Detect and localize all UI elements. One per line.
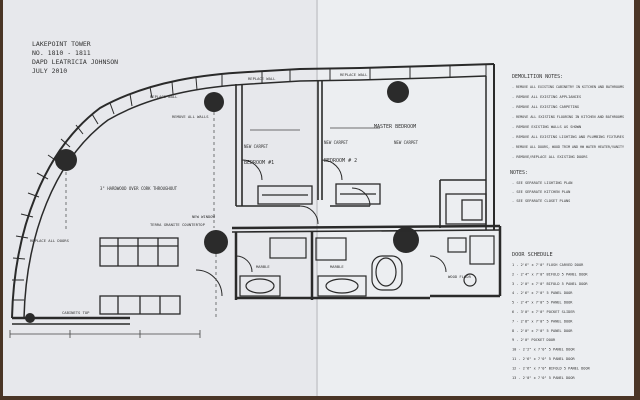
paper-fold-line xyxy=(316,0,318,396)
door-schedule-item-10: 10 - 2'2" x 7'0" 5 PANEL DOOR xyxy=(512,348,575,352)
window-mullions xyxy=(12,64,487,301)
master-new-carpet-label: NEW CARPET xyxy=(394,140,419,145)
master-bedroom-label: MASTER BEDROOM xyxy=(374,124,416,130)
bedroom1-label: BEDROOM #1 xyxy=(244,160,274,166)
terra-countertop-note: TERRA GRANITE COUNTERTOP xyxy=(150,222,206,227)
wood-floor-note: WOOD FLOOR xyxy=(448,274,472,279)
marble-note-1: MARBLE xyxy=(256,264,270,269)
door-schedule-item-9: 9 - 2'0" POCKET DOOR xyxy=(512,338,556,342)
door-schedule-item-2: 2 - 2'4" x 7'0" BIFOLD 5 PANEL DOOR xyxy=(512,272,588,276)
door-schedule-heading: DOOR SCHEDULE xyxy=(512,252,553,258)
replace-wall-note-1: REPLACE WALL xyxy=(248,76,276,81)
demolition-item-4: - REMOVE ALL EXISTING FLOORING IN KITCHE… xyxy=(512,115,624,119)
plan-notes: REPLACE WALL REPLACE WALL REPLACE WALL R… xyxy=(30,72,472,315)
bedroom2-new-carpet-label: NEW CARPET xyxy=(324,140,349,145)
door-schedule-item-6: 6 - 3'0" x 7'0" POCKET SLIDER xyxy=(512,310,575,314)
door-schedule-item-5: 5 - 2'4" x 7'0" 5 PANEL DOOR xyxy=(512,301,573,305)
door-schedule-item-3: 3 - 2'0" x 7'0" BIFOLD 5 PANEL DOOR xyxy=(512,282,588,286)
paper-sheet-left xyxy=(3,0,319,396)
door-swings xyxy=(195,159,447,297)
new-window-note: NEW WINDOW xyxy=(192,214,216,219)
title-line-1: LAKEPOINT TOWER xyxy=(32,40,91,48)
marble-note-2: MARBLE xyxy=(330,264,344,269)
dimension-lines xyxy=(9,127,380,338)
replace-doors-note: REPLACE ALL DOORS xyxy=(30,238,70,243)
structural-columns xyxy=(25,81,419,323)
cabinets-top-note: CABINETS TOP xyxy=(62,310,90,315)
title-line-2: NO. 1810 - 1811 xyxy=(32,49,91,57)
notes-section: NOTES: - SEE SEPARATE LIGHTING PLAN - SEE… xyxy=(510,170,572,203)
bedroom1-new-carpet-label: NEW CARPET xyxy=(244,144,269,149)
demolition-item-5: - REMOVE EXISTING WALLS AS SHOWN xyxy=(512,125,581,129)
interior-walls xyxy=(12,80,502,325)
room-labels: MASTER BEDROOM NEW CARPET BEDROOM #1 NEW… xyxy=(100,124,419,191)
door-schedule-item-12: 12 - 2'6" x 7'0" BIFOLD 5 PANEL DOOR xyxy=(512,366,591,370)
notes-item-2: - SEE SEPARATE KITCHEN PLAN xyxy=(512,190,570,194)
hardwood-note: 3" HARDWOOD OVER CORK THROUGHOUT xyxy=(100,186,178,191)
notes-item-3: - SEE SEPARATE CLOSET PLANS xyxy=(512,199,570,203)
demolition-notes: DEMOLITION NOTES: - REMOVE ALL EXISTING … xyxy=(512,74,625,159)
kitchen-counters xyxy=(99,237,181,315)
title-line-4: JULY 2010 xyxy=(32,67,67,75)
bedroom2-label: BEDROOM # 2 xyxy=(324,158,357,164)
door-schedule-item-7: 7 - 2'8" x 7'0" 5 PANEL DOOR xyxy=(512,319,573,323)
demolition-item-1: - REMOVE ALL EXISTING CABINETRY IN KITCH… xyxy=(512,85,624,89)
demolition-item-7: - REMOVE ALL DOORS, WOOD TRIM AND HW WAT… xyxy=(512,145,625,149)
demolition-item-8: - REMOVE/REPLACE ALL EXISTING DOORS xyxy=(512,155,588,159)
door-schedule-item-11: 11 - 2'6" x 7'0" 5 PANEL DOOR xyxy=(512,357,575,361)
remove-walls-note: REMOVE ALL WALLS xyxy=(172,114,209,119)
closets xyxy=(257,183,487,225)
right-exterior-wall xyxy=(485,64,495,230)
demolition-item-6: - REMOVE ALL EXISTING LIGHTING AND PLUMB… xyxy=(512,135,624,139)
title-line-3: DAPD LEATRICIA JOHNSON xyxy=(32,58,118,66)
title-block: LAKEPOINT TOWER NO. 1810 - 1811 DAPD LEA… xyxy=(32,40,118,75)
door-schedule-item-4: 4 - 2'6" x 7'0" 5 PANEL DOOR xyxy=(512,291,573,295)
replace-wall-note-2: REPLACE WALL xyxy=(340,72,368,77)
door-schedule: DOOR SCHEDULE 1 - 2'6" x 7'0" FLUSH CARV… xyxy=(512,252,591,380)
door-schedule-item-8: 8 - 2'0" x 7'0" 5 PANEL DOOR xyxy=(512,329,573,333)
curved-exterior-wall xyxy=(11,63,495,319)
notes-heading: NOTES: xyxy=(510,170,528,176)
demolition-heading: DEMOLITION NOTES: xyxy=(512,74,563,80)
door-schedule-item-1: 1 - 2'6" x 7'0" FLUSH CARVED DOOR xyxy=(512,263,584,267)
notes-item-1: - SEE SEPARATE LIGHTING PLAN xyxy=(512,181,572,185)
bathroom-fixtures xyxy=(239,235,495,297)
demolition-item-2: - REMOVE ALL EXISTING APPLIANCES xyxy=(512,95,581,99)
paper-sheet-right xyxy=(316,0,634,396)
replace-wall-note-3: REPLACE WALL xyxy=(150,94,178,99)
dashed-reference-lines xyxy=(65,112,217,320)
demolition-item-3: - REMOVE ALL EXISTING CARPETING xyxy=(512,105,579,109)
door-schedule-item-13: 13 - 2'0" x 7'0" 5 PANEL DOOR xyxy=(512,376,575,380)
